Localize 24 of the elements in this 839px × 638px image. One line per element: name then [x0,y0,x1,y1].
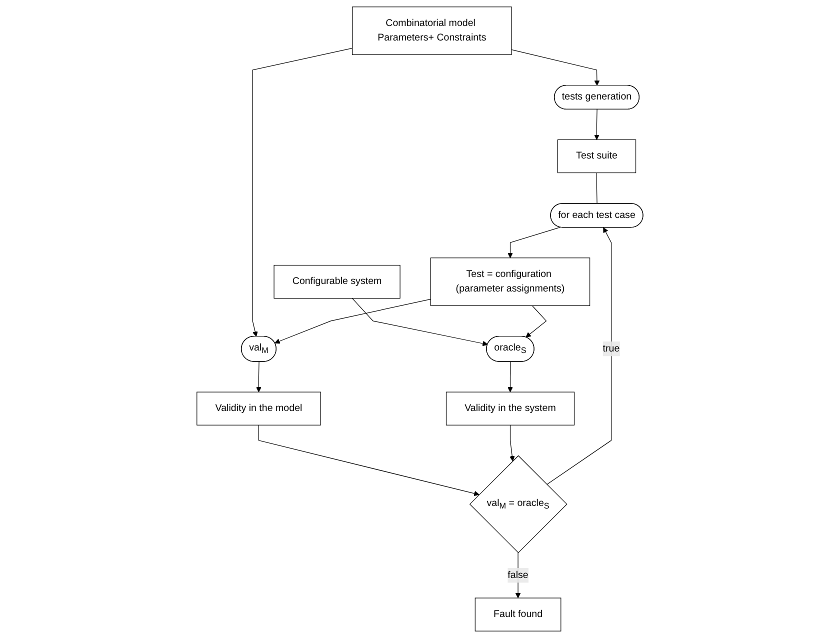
node-box: Validity in the system [446,392,574,426]
arrow [510,49,600,86]
node-box: Test suite [556,139,636,174]
edge-label: false [507,570,528,580]
node-diamond: val$_{M}$ = oracle$_{S}$ [468,455,567,554]
arrow [352,298,488,346]
edge-label: true [602,343,620,354]
node-box: Validity in the model [196,392,320,426]
arrow [525,305,546,338]
arrow [509,424,514,462]
node-box: Test = configuration (parameter assignments) [430,258,590,306]
arrow [514,552,520,598]
node-box: Combinatorial model Parameters+ Constraints [352,6,512,55]
node-box: Configurable system [273,264,400,299]
connector [596,172,597,204]
arrow [274,298,431,344]
arrow [258,424,479,496]
node-box: Fault found [474,598,561,632]
arrow [594,109,599,140]
arrow [546,227,612,485]
arrow [507,361,512,392]
arrow [507,226,560,258]
arrow [256,361,261,392]
arrow [252,48,352,337]
